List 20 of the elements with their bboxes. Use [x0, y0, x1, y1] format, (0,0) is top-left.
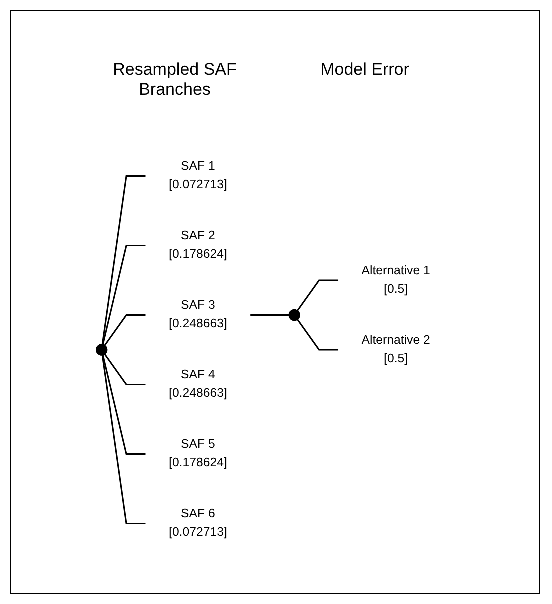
- connector: [297, 319, 339, 351]
- column-heading: Resampled SAF Branches: [112, 60, 238, 100]
- connector: [102, 355, 146, 455]
- node-text: SAF 6 [0.072713]: [169, 508, 228, 540]
- connector: [104, 314, 146, 346]
- node-text: SAF 2 [0.178624]: [169, 230, 228, 262]
- connector: [297, 280, 339, 312]
- node-text: Alternative 1 [0.5]: [362, 264, 430, 296]
- connector: [102, 355, 146, 524]
- node-text: SAF 4 [0.248663]: [169, 368, 228, 400]
- connector: [102, 176, 146, 345]
- node-text: SAF 1 [0.072713]: [169, 160, 228, 192]
- logic-tree-drawing: SAF 1 [0.072713] SAF 2 [0.178624] SAF 3 [0.248663] SAF 4 [0.248663] SAF 5 [0.178624] SAF 6 [0.072713] Alternative 1 [0.5] Alternative 2 [0.5]: [30, 140, 520, 560]
- connector: [102, 245, 146, 345]
- connector: [250, 314, 290, 316]
- connector: [104, 354, 146, 386]
- node-text: SAF 3 [0.248663]: [169, 299, 228, 331]
- node-text: SAF 5 [0.178624]: [169, 438, 228, 470]
- column-heading: Model Error: [320, 60, 410, 81]
- node-text: Alternative 2 [0.5]: [362, 334, 430, 366]
